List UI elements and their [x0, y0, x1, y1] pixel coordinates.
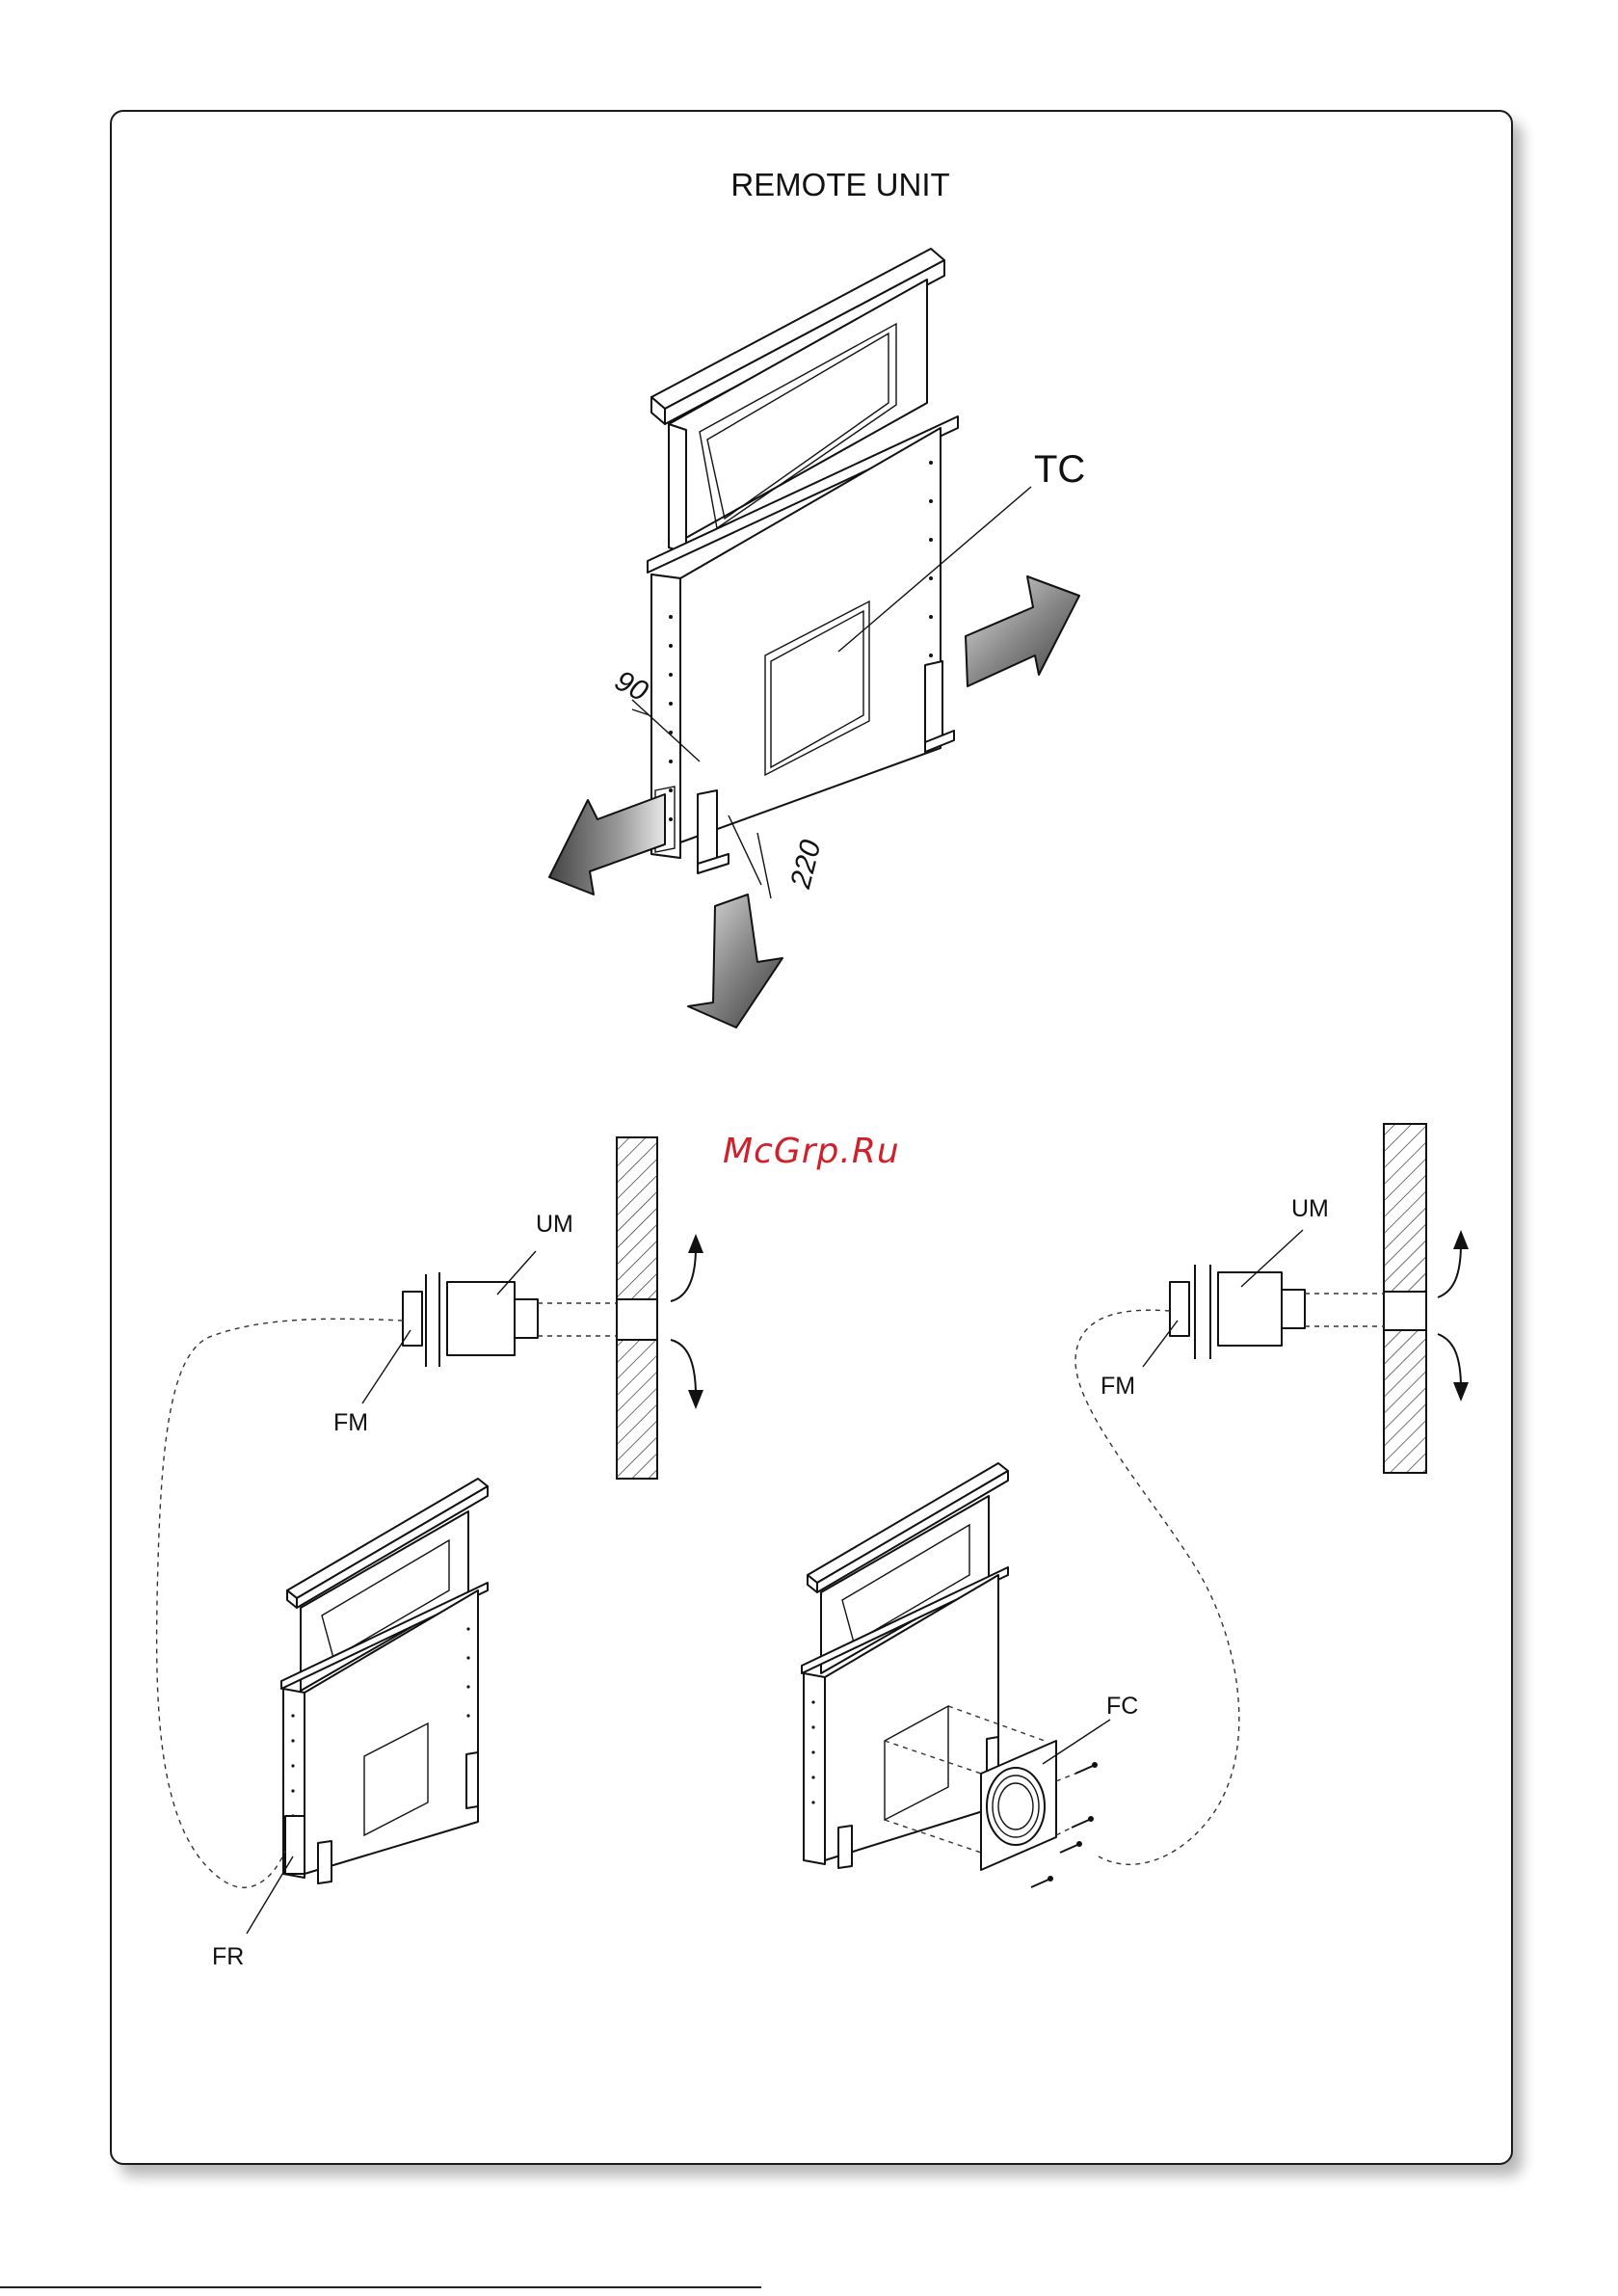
watermark: McGrp.Ru	[723, 1132, 900, 1171]
flow-arrow-up-right	[1438, 1230, 1469, 1297]
flow-arrow-up-left	[671, 1234, 703, 1301]
svg-text:220: 220	[784, 837, 827, 893]
airflow-arrow-down	[688, 894, 782, 1028]
label-fm-left: FM	[333, 1409, 368, 1436]
label-fr: FR	[212, 1943, 244, 1970]
um-right	[1210, 1265, 1384, 1359]
label-fc: FC	[1106, 1693, 1138, 1720]
airflow-arrow-left	[549, 794, 665, 894]
unit-bottom-right	[802, 1463, 1098, 1887]
airflow-arrow-right	[966, 576, 1079, 686]
fr-leader	[247, 1856, 293, 1934]
fm-left	[403, 1274, 426, 1367]
label-fm-right: FM	[1101, 1373, 1135, 1400]
um-left	[439, 1272, 617, 1367]
svg-text:90: 90	[610, 665, 653, 708]
label-um-left: UM	[536, 1211, 573, 1238]
fm-right-leader	[1143, 1321, 1178, 1367]
flow-arrow-down-left	[671, 1340, 703, 1409]
bottom-rule	[0, 2286, 761, 2288]
unit-bottom-left	[281, 1479, 488, 1883]
wall-right	[1384, 1124, 1426, 1473]
flow-arrow-down-right	[1438, 1334, 1469, 1402]
diagram-title: REMOTE UNIT	[730, 167, 949, 202]
fm-right	[1170, 1265, 1195, 1359]
label-tc: TC	[1034, 448, 1085, 491]
dimension-220: 220	[729, 815, 828, 898]
um-left-leader	[497, 1251, 536, 1295]
fc-collar	[987, 1768, 1045, 1845]
fm-left-leader	[362, 1330, 411, 1403]
label-um-right: UM	[1291, 1195, 1329, 1222]
wall-left	[617, 1137, 657, 1479]
remote-unit-main	[648, 249, 958, 873]
